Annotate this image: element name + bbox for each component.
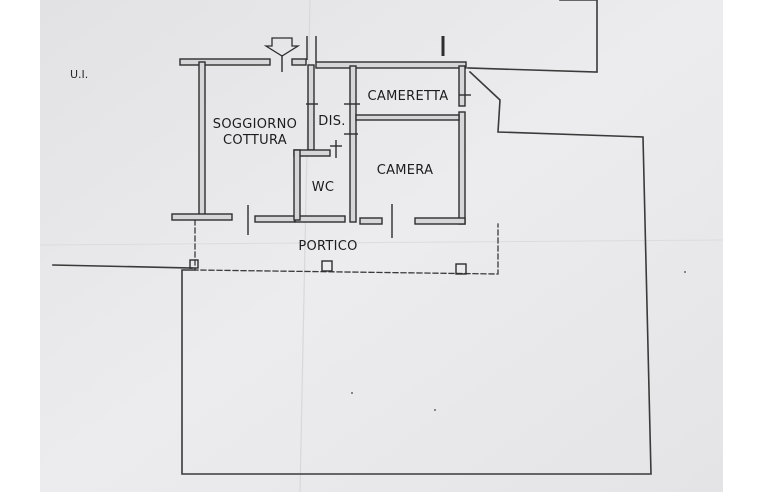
wall-bottom-5 xyxy=(414,217,466,225)
room-label-wc: WC xyxy=(312,180,335,195)
walls xyxy=(171,58,467,225)
wall-right-upper xyxy=(458,65,466,107)
wall-cameretta-camera xyxy=(355,114,460,121)
wall-soggiorno-dis xyxy=(307,64,315,151)
garden-boundary xyxy=(181,70,652,475)
pillar-icon xyxy=(455,263,467,275)
wall-left xyxy=(198,61,206,218)
room-label-cottura: COTTURA xyxy=(223,133,287,148)
speck xyxy=(434,409,436,411)
openings xyxy=(247,36,471,238)
speck xyxy=(684,271,686,273)
wall-top-right xyxy=(315,61,467,69)
wall-dis-camera xyxy=(349,65,357,223)
wall-bottom-1 xyxy=(171,213,233,221)
unit-mark-label: U.I. xyxy=(70,68,88,81)
ground-line xyxy=(52,264,193,269)
wall-right-lower xyxy=(458,111,466,225)
wall-top-mid xyxy=(291,58,307,66)
room-label-dis: DIS. xyxy=(318,114,345,129)
room-label-soggiorno: SOGGIORNO xyxy=(213,117,297,132)
room-label-cameretta: CAMERETTA xyxy=(368,89,449,104)
paper-sheet xyxy=(40,0,723,492)
wall-top-left xyxy=(179,58,271,66)
portico-outline xyxy=(194,219,499,275)
speck xyxy=(351,392,353,394)
room-label-portico: PORTICO xyxy=(298,239,357,254)
wall-bottom-4 xyxy=(359,217,383,225)
entrance-arrow-icon xyxy=(263,37,301,57)
neighbour-outline xyxy=(467,0,598,73)
wall-wc-left xyxy=(293,149,301,221)
pillar-icon xyxy=(189,259,199,269)
paper-fold xyxy=(39,239,724,246)
pillars xyxy=(189,259,467,275)
wall-bottom-2 xyxy=(254,215,296,223)
plan-linework xyxy=(52,0,652,475)
room-label-camera: CAMERA xyxy=(377,163,434,178)
pillar-icon xyxy=(321,260,333,272)
wall-bottom-3 xyxy=(294,215,346,223)
